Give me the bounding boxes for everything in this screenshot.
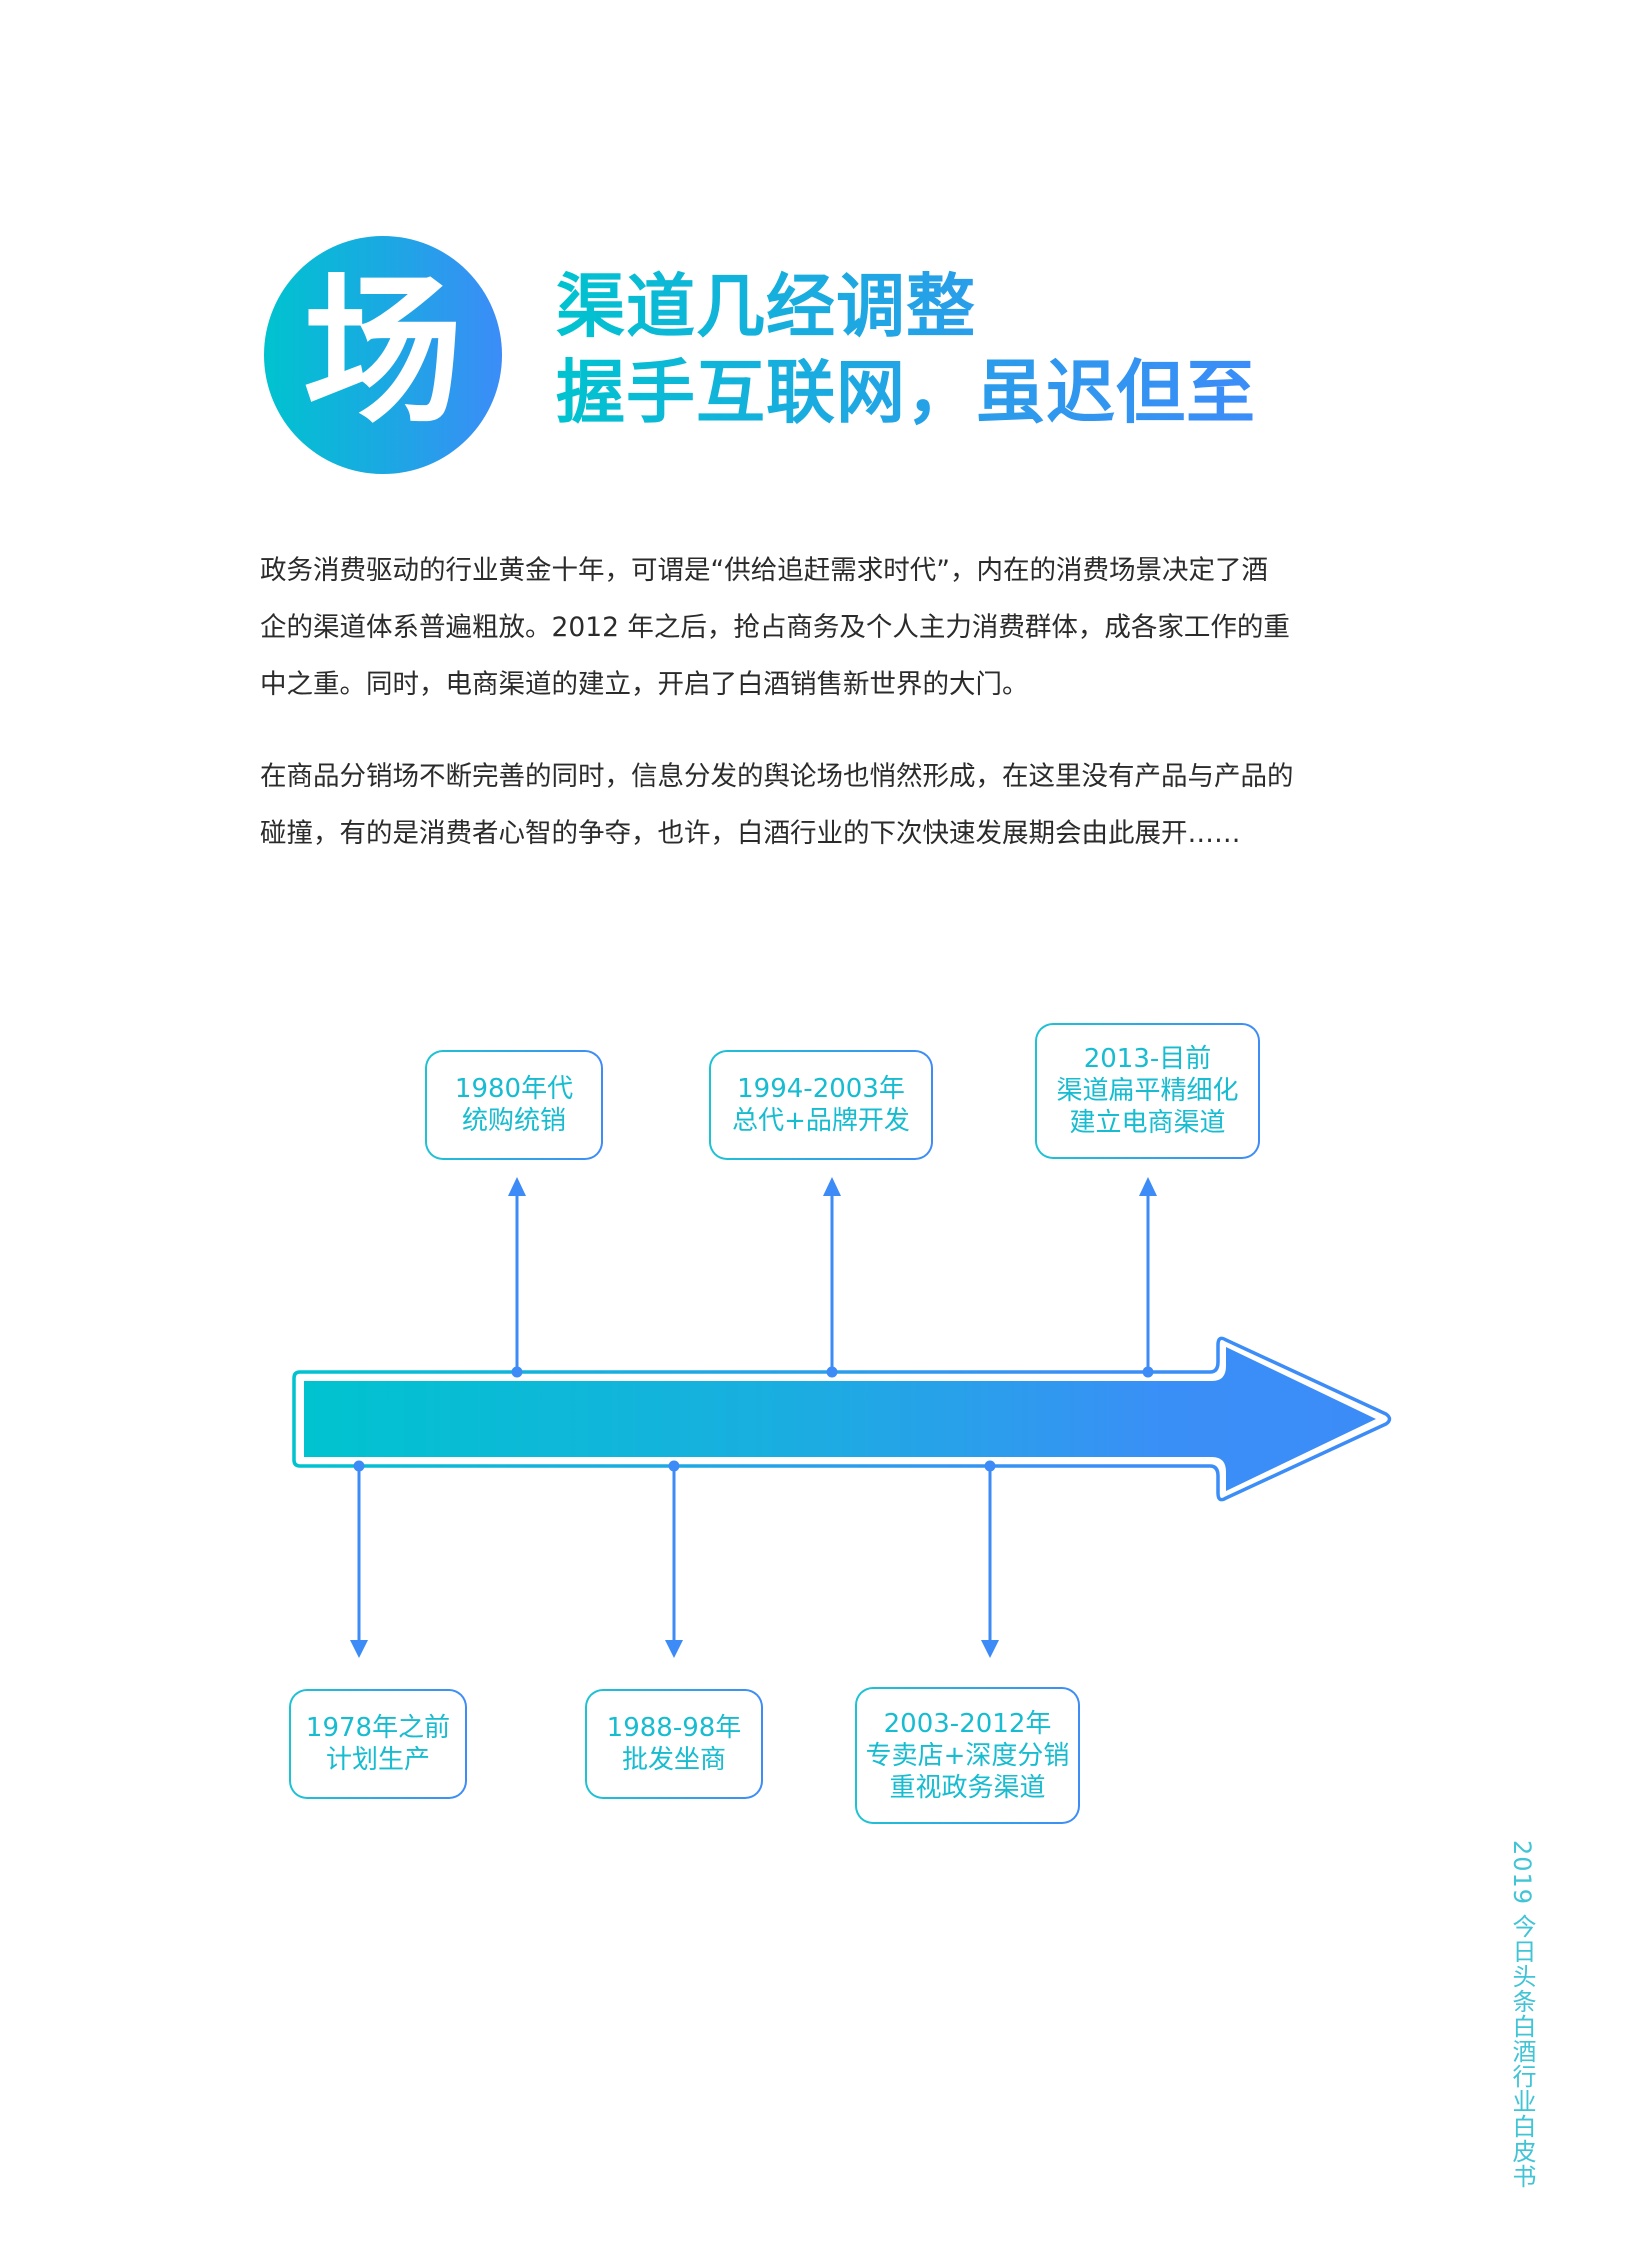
milestone-2013: 2013-目前 渠道扁平精细化 建立电商渠道 — [1035, 1023, 1260, 1159]
milestone-desc: 建立电商渠道 — [1069, 1108, 1226, 1138]
milestone-1978: 1978年之前 计划生产 — [289, 1689, 467, 1799]
badge-character: 场 — [302, 258, 463, 445]
connector-2003 — [981, 1460, 999, 1658]
connector-1978 — [350, 1460, 368, 1658]
paragraph-line: 在商品分销场不断完善的同时，信息分发的舆论场也悄然形成，在这里没有产品与产品的 — [260, 761, 1294, 792]
milestone-period: 1978年之前 — [305, 1713, 451, 1743]
milestone-desc: 重视政务渠道 — [889, 1772, 1046, 1803]
milestone-desc: 统购统销 — [461, 1106, 566, 1136]
connector-1980 — [508, 1177, 526, 1378]
connector-1994 — [823, 1177, 841, 1378]
milestone-desc: 批发坐商 — [621, 1745, 726, 1775]
paragraph-line: 政务消费驱动的行业黄金十年，可谓是“供给追赶需求时代”，内在的消费场景决定了酒 — [260, 555, 1268, 586]
milestone-1994: 1994-2003年 总代+品牌开发 — [709, 1050, 933, 1160]
milestone-1980: 1980年代 统购统销 — [425, 1050, 603, 1160]
milestone-period: 1980年代 — [454, 1074, 574, 1104]
side-running-title: 2019 今日头条白酒行业白皮书 — [1508, 1840, 1536, 2189]
milestone-period: 2013-目前 — [1083, 1044, 1212, 1074]
milestone-period: 2003-2012年 — [883, 1708, 1052, 1739]
milestone-1988: 1988-98年 批发坐商 — [585, 1689, 763, 1799]
connector-1988 — [665, 1460, 683, 1658]
paragraph-line: 中之重。同时，电商渠道的建立，开启了白酒销售新世界的大门。 — [260, 669, 1029, 700]
milestone-period: 1988-98年 — [606, 1713, 742, 1743]
milestone-desc: 总代+品牌开发 — [732, 1106, 910, 1136]
milestone-2003: 2003-2012年 专卖店+深度分销 重视政务渠道 — [855, 1687, 1080, 1824]
timeline-arrow-outline — [292, 1336, 1392, 1502]
section-badge: 场 — [264, 236, 502, 474]
paragraph-line: 企的渠道体系普遍粗放。2012 年之后，抢占商务及个人主力消费群体，成各家工作的… — [260, 612, 1290, 643]
timeline-arrow-body — [304, 1347, 1376, 1491]
paragraph-2: 在商品分销场不断完善的同时，信息分发的舆论场也悄然形成，在这里没有产品与产品的 … — [260, 748, 1320, 862]
milestone-desc: 专卖店+深度分销 — [865, 1740, 1070, 1771]
connector-2013 — [1139, 1177, 1157, 1378]
paragraph-line: 碰撞，有的是消费者心智的争夺，也许，白酒行业的下次快速发展期会由此展开…… — [260, 818, 1241, 849]
milestone-period: 1994-2003年 — [737, 1074, 905, 1104]
milestone-desc: 渠道扁平精细化 — [1056, 1076, 1239, 1106]
paragraph-1: 政务消费驱动的行业黄金十年，可谓是“供给追赶需求时代”，内在的消费场景决定了酒 … — [260, 542, 1320, 713]
milestone-desc: 计划生产 — [325, 1745, 430, 1775]
